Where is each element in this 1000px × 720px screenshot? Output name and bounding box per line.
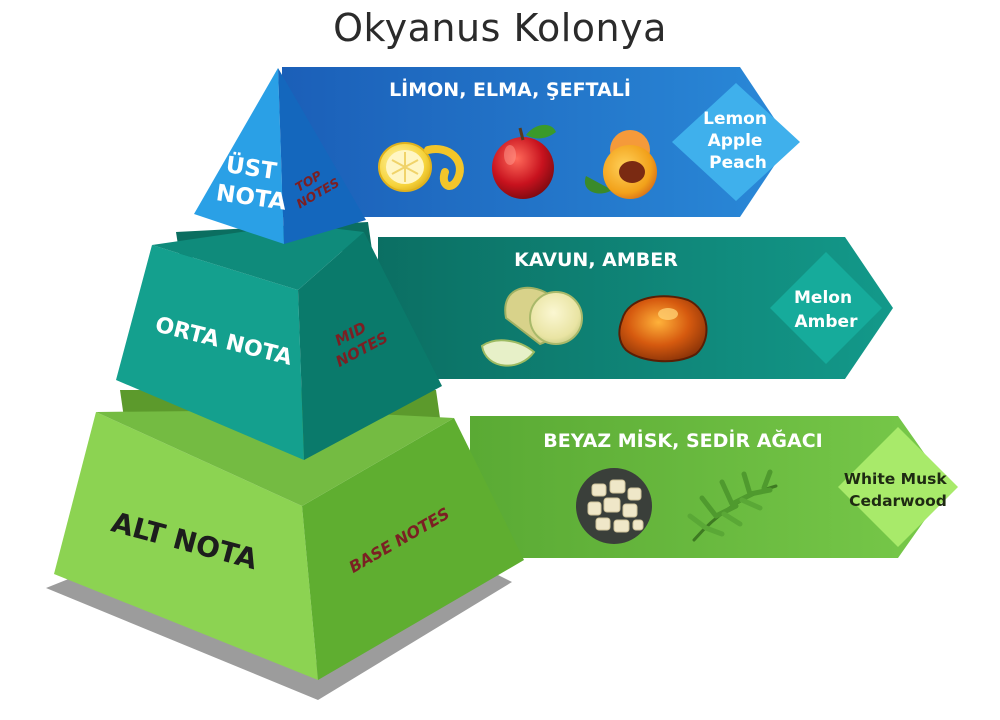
base-tag-line: White Musk (844, 470, 947, 488)
top-tag-line: Apple (708, 131, 763, 151)
base-band-title: BEYAZ MİSK, SEDİR AĞACI (543, 428, 822, 452)
top-notes-band: LİMON, ELMA, ŞEFTALİ Lemon Apple Peach (282, 67, 800, 217)
mid-band-title: KAVUN, AMBER (514, 249, 678, 271)
mid-notes-band: KAVUN, AMBER Melon Amber (378, 237, 893, 379)
page-title: Okyanus Kolonya (333, 6, 667, 50)
mid-tag-text: Melon Amber (794, 288, 858, 332)
apple-image (492, 124, 556, 199)
amber-image (618, 295, 708, 363)
mid-tag-line: Amber (795, 312, 859, 332)
base-notes-band: BEYAZ MİSK, SEDİR AĞACI White Musk Cedar… (470, 416, 958, 558)
lemon-image (378, 142, 464, 192)
mid-tier (116, 222, 442, 460)
base-tier (54, 390, 524, 680)
base-tag-line: Cedarwood (849, 492, 947, 510)
top-tag-text: Lemon Apple Peach (703, 109, 773, 173)
melon-image (480, 286, 583, 367)
top-tier (194, 68, 366, 244)
top-band-title: LİMON, ELMA, ŞEFTALİ (389, 77, 631, 101)
peach-image (584, 130, 657, 199)
mid-tag-line: Melon (794, 288, 852, 308)
cedarwood-image (687, 469, 778, 542)
top-face-label: ÜST NOTA (214, 149, 292, 215)
top-tag-line: Lemon (703, 109, 767, 129)
top-tag-line: Peach (709, 153, 767, 173)
pyramid: ÜST NOTA TOP NOTES ORTA NOTA MID NOTES A… (46, 68, 524, 700)
base-tag-text: White Musk Cedarwood (844, 470, 952, 510)
white-musk-image (576, 468, 652, 544)
